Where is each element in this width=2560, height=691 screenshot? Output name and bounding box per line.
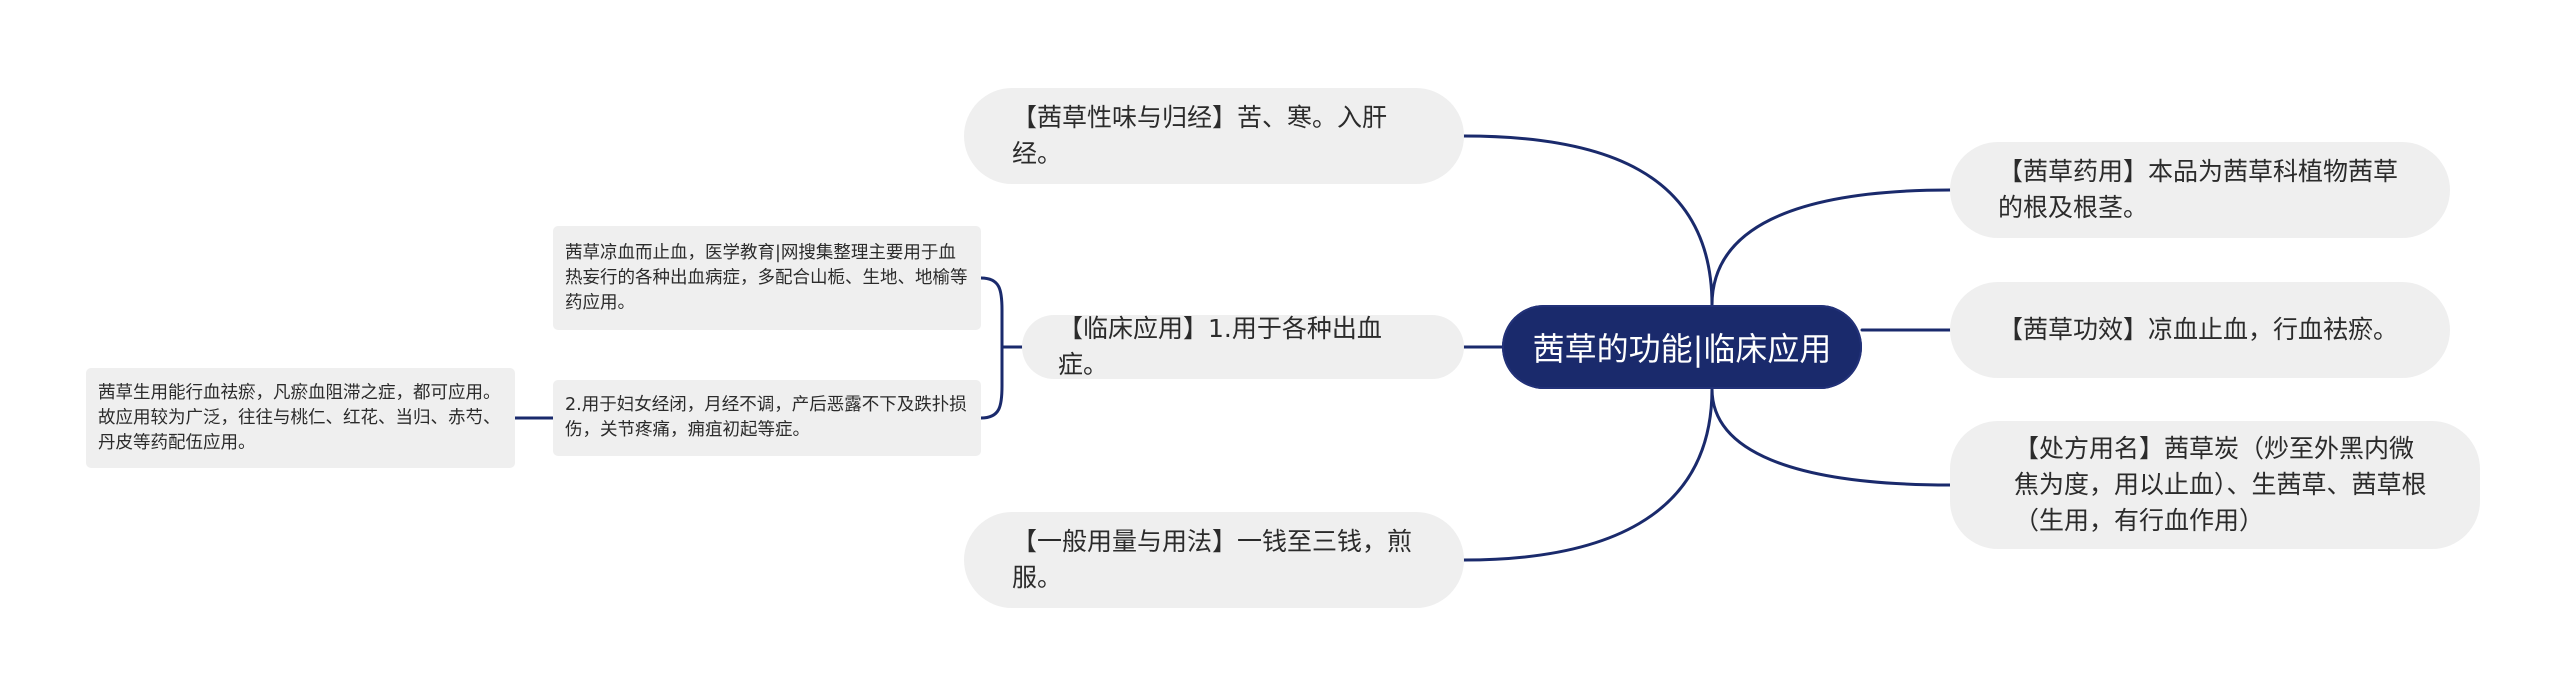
node-clinical-item2-label: 2.用于妇女经闭，月经不调，产后恶露不下及跌扑损伤，关节疼痛，痈疽初起等症。 — [565, 395, 967, 440]
node-medicinal[interactable]: 【茜草药用】本品为茜草科植物茜草的根及根茎。 — [1950, 142, 2450, 238]
link-root-medicinal — [1710, 188, 1952, 307]
node-clinical-item1[interactable]: 茜草凉血而止血，医学教育|网搜集整理主要用于血热妄行的各种出血病症，多配合山栀、… — [553, 226, 981, 330]
node-dosage-label: 【一般用量与用法】一钱至三钱，煎服。 — [1012, 527, 1413, 592]
node-clinical[interactable]: 【临床应用】1.用于各种出血症。 — [1022, 314, 1464, 379]
node-clinical-item1-label: 茜草凉血而止血，医学教育|网搜集整理主要用于血热妄行的各种出血病症，多配合山栀、… — [565, 242, 968, 313]
link-root-taste — [1462, 134, 1714, 307]
node-medicinal-label: 【茜草药用】本品为茜草科植物茜草的根及根茎。 — [1998, 157, 2399, 222]
node-taste-label: 【茜草性味与归经】苦、寒。入肝经。 — [1012, 103, 1388, 168]
node-taste[interactable]: 【茜草性味与归经】苦、寒。入肝经。 — [964, 88, 1464, 184]
link-root-dosage — [1462, 387, 1714, 562]
node-efficacy[interactable]: 【茜草功效】凉血止血，行血祛瘀。 — [1950, 282, 2450, 378]
link-bracket-item2 — [979, 345, 1004, 420]
node-prescription[interactable]: 【处方用名】茜草炭（炒至外黑内微焦为度，用以止血）、生茜草、茜草根（生用，有行血… — [1950, 421, 2480, 549]
node-dosage[interactable]: 【一般用量与用法】一钱至三钱，煎服。 — [964, 512, 1464, 608]
node-efficacy-label: 【茜草功效】凉血止血，行血祛瘀。 — [1998, 315, 2399, 344]
root-label: 茜草的功能|临床应用 — [1532, 330, 1832, 368]
root-node[interactable]: 茜草的功能|临床应用 — [1502, 305, 1862, 389]
link-bracket-item1 — [979, 276, 1004, 349]
link-root-prescription — [1710, 387, 1952, 487]
node-item2-detail-label: 茜草生用能行血祛瘀，凡瘀血阻滞之症，都可应用。故应用较为广泛，往往与桃仁、红花、… — [98, 382, 501, 453]
node-clinical-item2[interactable]: 2.用于妇女经闭，月经不调，产后恶露不下及跌扑损伤，关节疼痛，痈疽初起等症。 — [553, 380, 981, 456]
node-item2-detail[interactable]: 茜草生用能行血祛瘀，凡瘀血阻滞之症，都可应用。故应用较为广泛，往往与桃仁、红花、… — [86, 368, 515, 468]
node-prescription-label: 【处方用名】茜草炭（炒至外黑内微焦为度，用以止血）、生茜草、茜草根（生用，有行血… — [2014, 434, 2427, 535]
node-clinical-label: 【临床应用】1.用于各种出血症。 — [1058, 314, 1382, 379]
